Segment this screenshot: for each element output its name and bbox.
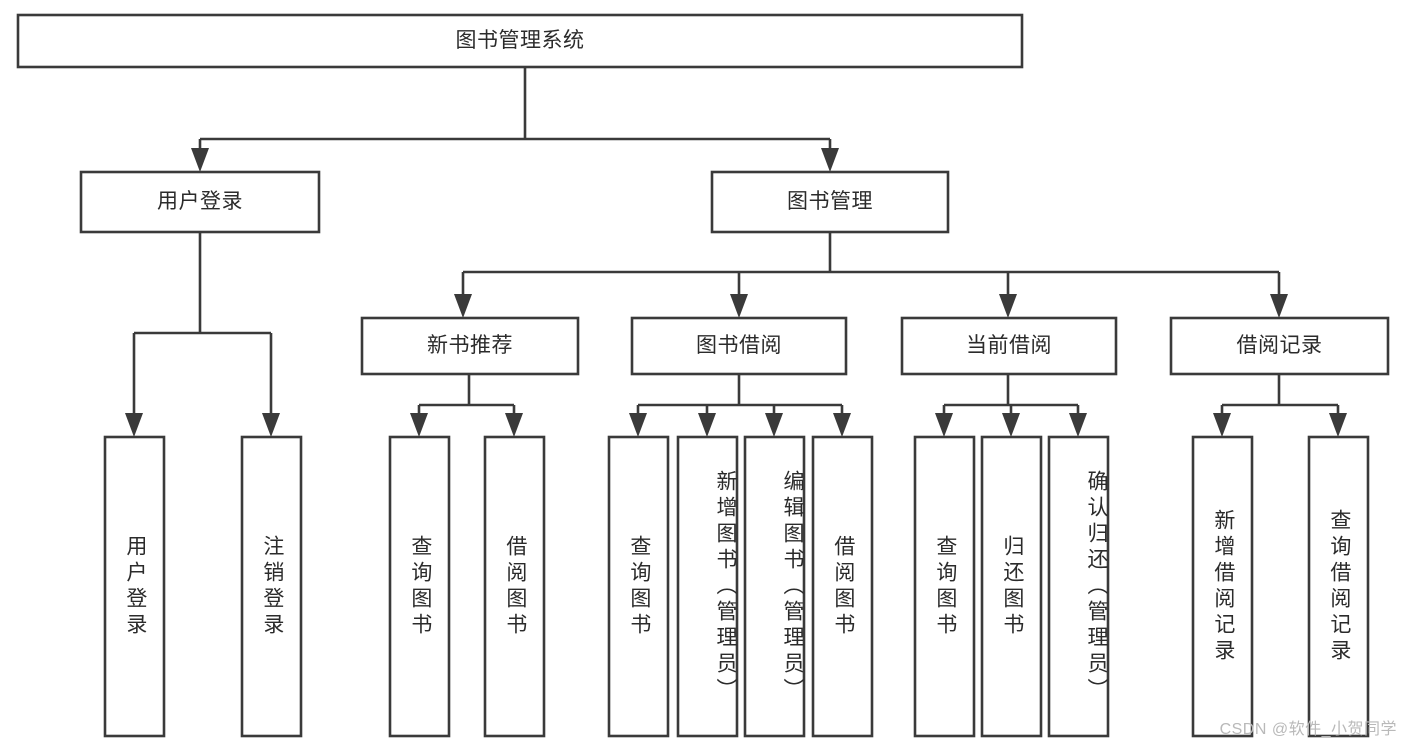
connector-bookmgmt-to-level3 bbox=[454, 232, 1288, 318]
node-box-user-login bbox=[79, 170, 321, 234]
connector-newbook-to-leaves bbox=[410, 374, 523, 437]
node-box-new-book bbox=[360, 316, 580, 376]
node-box-leaf-book-borrow-0 bbox=[607, 435, 670, 738]
node-box-book-borrow bbox=[630, 316, 848, 376]
node-box-leaf-user-login-1 bbox=[240, 435, 303, 738]
node-box-leaf-current-borrow-1 bbox=[980, 435, 1043, 738]
connector-currentborrow-to-leaves bbox=[935, 374, 1087, 437]
node-box-leaf-current-borrow-2 bbox=[1047, 435, 1110, 738]
node-box-leaf-book-borrow-3 bbox=[811, 435, 874, 738]
csdn-watermark: CSDN @软件_小贺同学 bbox=[1219, 721, 1397, 738]
node-box-borrow-record bbox=[1169, 316, 1390, 376]
node-box-root bbox=[16, 13, 1024, 69]
connector-userlogin-to-leaves bbox=[125, 232, 280, 437]
node-box-leaf-current-borrow-0 bbox=[913, 435, 976, 738]
connector-root-to-level2 bbox=[191, 67, 839, 172]
node-box-leaf-book-borrow-1 bbox=[676, 435, 739, 738]
node-box-leaf-new-book-0 bbox=[388, 435, 451, 738]
node-box-current-borrow bbox=[900, 316, 1118, 376]
node-box-leaf-new-book-1 bbox=[483, 435, 546, 738]
node-box-book-mgmt bbox=[710, 170, 950, 234]
node-box-leaf-borrow-record-1 bbox=[1307, 435, 1370, 738]
node-box-leaf-user-login-0 bbox=[103, 435, 166, 738]
connector-bookborrow-to-leaves bbox=[629, 374, 851, 437]
connector-borrowrecord-to-leaves bbox=[1213, 374, 1347, 437]
node-box-leaf-book-borrow-2 bbox=[743, 435, 806, 738]
node-box-leaf-borrow-record-0 bbox=[1191, 435, 1254, 738]
